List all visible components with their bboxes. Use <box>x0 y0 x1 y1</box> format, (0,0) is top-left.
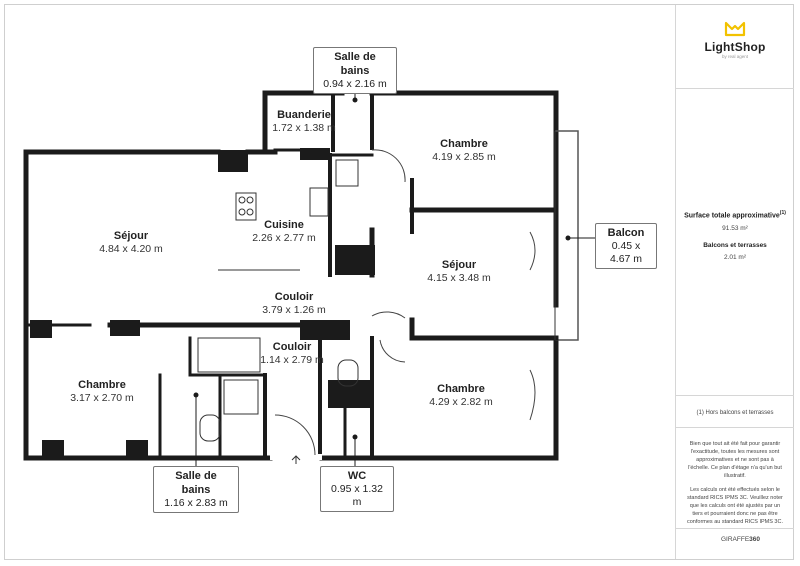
room-name: Cuisine <box>264 219 304 231</box>
room-dims: 3.79 x 1.26 m <box>262 304 326 316</box>
room-chambre-2: Chambre 3.17 x 2.70 m <box>70 378 134 405</box>
lightshop-logo-icon <box>724 21 746 37</box>
brand-tagline: by real agent <box>721 54 749 59</box>
credit-360: 360 <box>749 536 761 543</box>
sidebar-rule-bottom <box>676 528 794 529</box>
room-dims: 1.16 x 2.83 m <box>164 497 228 509</box>
room-dims: 2.26 x 2.77 m <box>252 232 316 244</box>
room-dims: 0.94 x 2.16 m <box>323 78 387 90</box>
balcony-value: 2.01 m² <box>723 254 747 262</box>
giraffe360-credit: GIRAFFE360 <box>676 536 794 543</box>
surface-value: 91.53 m² <box>722 225 748 233</box>
room-name: Couloir <box>272 341 312 353</box>
room-name: Séjour <box>113 230 149 242</box>
room-dims: 3.17 x 2.70 m <box>70 392 134 404</box>
room-dims: 4.19 x 2.85 m <box>432 151 496 163</box>
room-name: Salle de bains <box>334 51 376 77</box>
disclaimer: Bien que tout ait été fait pour garantir… <box>676 440 794 526</box>
room-chambre-1: Chambre 4.19 x 2.85 m <box>432 137 496 164</box>
room-sejour-1: Séjour 4.84 x 4.20 m <box>99 229 163 256</box>
disclaimer-paragraph-2: Les calculs ont été effectués selon le s… <box>687 487 783 525</box>
room-name: Balcon <box>607 227 645 239</box>
room-dims: 1.14 x 2.79 m <box>260 354 324 366</box>
balcony-label: Balcons et terrasses <box>703 242 767 250</box>
surface-block: Surface totale approximative(1) 91.53 m²… <box>676 210 794 261</box>
floor-plan <box>23 78 595 466</box>
room-dims: 4.15 x 3.48 m <box>427 272 491 284</box>
room-name: Chambre <box>440 138 488 150</box>
sidebar-rule-low <box>676 427 794 428</box>
brand-logo: LightShop by real agent <box>676 20 794 59</box>
room-couloir-2: Couloir 1.14 x 2.79 m <box>260 340 324 367</box>
room-chambre-3: Chambre 4.29 x 2.82 m <box>429 382 493 409</box>
room-name: Couloir <box>274 291 314 303</box>
page-frame <box>4 4 794 560</box>
room-sejour-2: Séjour 4.15 x 3.48 m <box>427 258 491 285</box>
callout-balcon: Balcon 0.45 x 4.67 m <box>595 223 657 269</box>
surface-footnote-mark: (1) <box>779 210 786 216</box>
brand-name: LightShop <box>704 40 766 54</box>
room-couloir-1: Couloir 3.79 x 1.26 m <box>262 290 326 317</box>
room-name: Salle de bains <box>175 470 217 496</box>
sidebar-rule-mid <box>676 395 794 396</box>
room-buanderie: Buanderie 1.72 x 1.38 m <box>272 108 336 135</box>
footnote: (1) Hors balcons et terrasses <box>696 410 774 416</box>
surface-label: Surface totale approximative <box>684 212 780 220</box>
room-name: WC <box>347 470 367 482</box>
room-dims: 1.72 x 1.38 m <box>272 122 336 134</box>
room-dims: 4.29 x 2.82 m <box>429 396 493 408</box>
credit-giraffe: GIRAFFE <box>721 536 750 543</box>
callout-salle-de-bains-1: Salle de bains 0.94 x 2.16 m <box>313 47 397 94</box>
disclaimer-paragraph-1: Bien que tout ait été fait pour garantir… <box>688 441 782 479</box>
room-name: Séjour <box>441 259 477 271</box>
sidebar-divider <box>675 5 676 559</box>
room-name: Buanderie <box>277 109 331 121</box>
room-dims: 0.95 x 1.32 m <box>331 483 383 508</box>
sidebar-rule-top <box>676 88 794 89</box>
room-name: Chambre <box>78 379 126 391</box>
room-cuisine: Cuisine 2.26 x 2.77 m <box>252 218 316 245</box>
room-dims: 0.45 x 4.67 m <box>609 240 643 265</box>
room-dims: 4.84 x 4.20 m <box>99 243 163 255</box>
callout-salle-de-bains-2: Salle de bains 1.16 x 2.83 m <box>153 466 239 513</box>
callout-wc: WC 0.95 x 1.32 m <box>320 466 394 512</box>
room-name: Chambre <box>437 383 485 395</box>
